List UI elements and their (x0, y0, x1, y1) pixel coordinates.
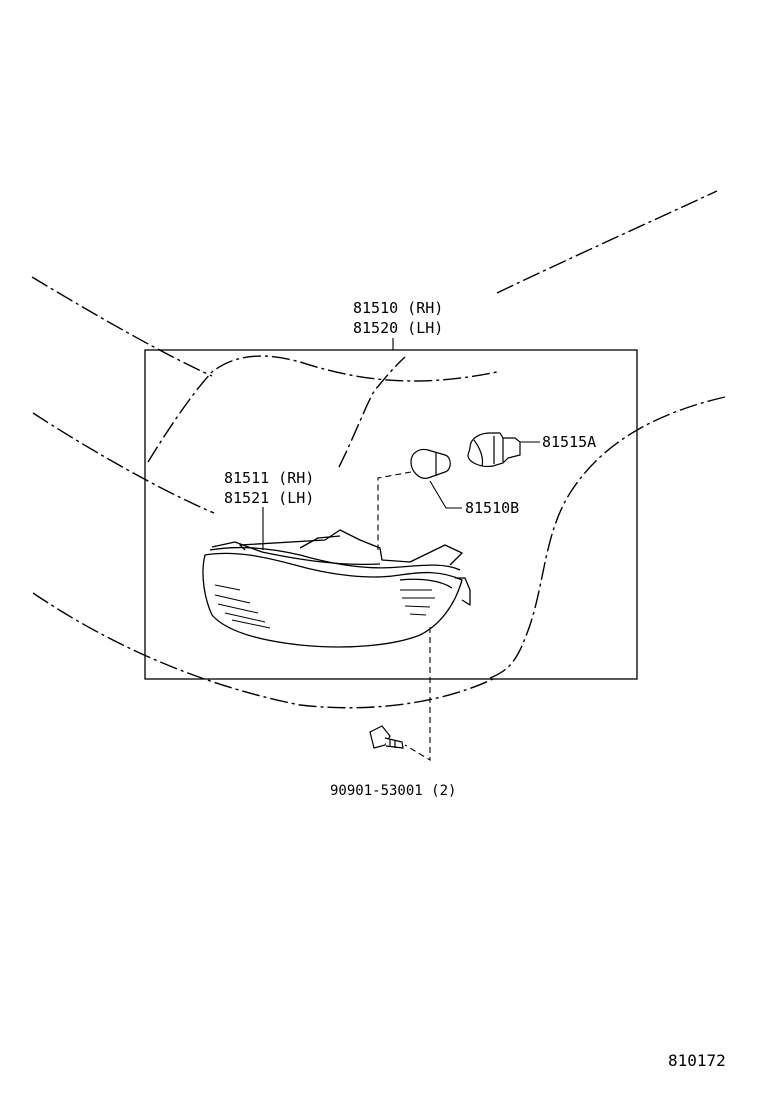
turn-signal-lamp (202, 529, 471, 648)
assembly-frame (144, 349, 638, 680)
bulb-81510B (410, 448, 451, 479)
phantom-line-bumper-bottom (32, 592, 496, 709)
label-lamp-assembly-lh: 81520 (LH) (353, 319, 444, 337)
lamp-lens-outline (202, 552, 463, 648)
bulb-glass (410, 448, 451, 479)
guide-bulb-to-lamp (377, 471, 412, 550)
leader-bulb (429, 480, 462, 509)
guide-screw-to-lamp (404, 627, 431, 761)
socket-flange (473, 439, 484, 467)
label-bulb: 81510B (465, 499, 520, 517)
leader-lines (262, 338, 540, 550)
phantom-line-center-slant (338, 356, 406, 468)
lamp-upper-rim (209, 546, 461, 571)
phantom-line-fender-left (32, 412, 215, 514)
lamp-bracket-tab (299, 535, 341, 549)
label-lens-rh: 81511 (RH) (224, 469, 315, 487)
lamp-reflector-edge (399, 578, 453, 589)
assembly-guides (377, 471, 431, 761)
lamp-lens-ribs (214, 584, 435, 629)
phantom-line-hood-left (31, 276, 213, 377)
label-lamp-assembly-rh: 81510 (RH) (353, 299, 444, 317)
lamp-bracket (239, 529, 463, 566)
lamp-side-tab (455, 577, 471, 606)
phantom-line-upper-right (496, 190, 718, 294)
lamp-upper-rim-inner (211, 541, 381, 566)
socket-81515A (467, 432, 521, 467)
screw-shank (384, 737, 404, 749)
label-screw: 90901-53001 (2) (330, 783, 457, 799)
phantom-line-hood-edge (147, 355, 498, 463)
screw-90901-53001 (369, 725, 404, 749)
label-socket: 81515A (542, 433, 597, 451)
phantom-line-fender-right (489, 396, 726, 679)
label-lens-lh: 81521 (LH) (224, 489, 315, 507)
diagram-code: 810172 (668, 1051, 726, 1070)
body-phantom-lines (31, 190, 726, 709)
